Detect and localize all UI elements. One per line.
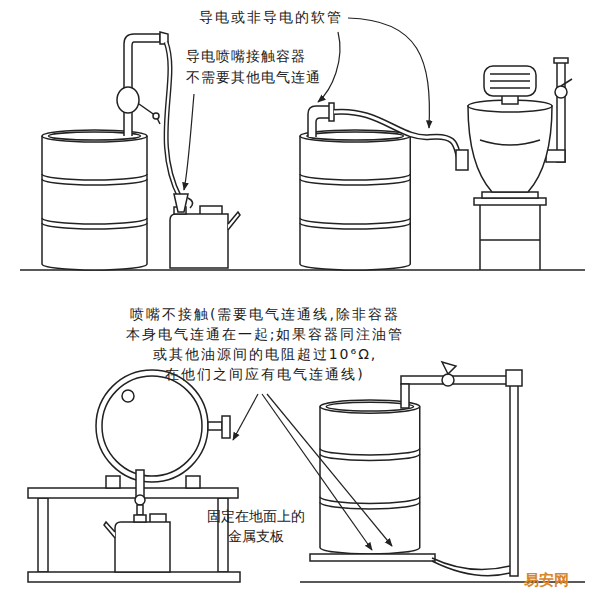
valve (442, 374, 454, 386)
nozzle-trigger (188, 198, 193, 208)
note-text: 导电喷嘴接触容器 不需要其他电气连通 (186, 46, 328, 88)
drum (300, 130, 410, 270)
pump-crank (139, 104, 160, 124)
floor-plank (28, 572, 240, 582)
watermark: 易安网 (524, 570, 586, 590)
hose (334, 112, 460, 160)
saddle (186, 476, 200, 488)
rack-plank (28, 488, 238, 498)
valve-handle (561, 79, 572, 86)
valve (555, 86, 567, 98)
can-spout (228, 212, 240, 230)
can-neck (134, 515, 146, 522)
pipe-tee (506, 370, 522, 386)
can (170, 214, 228, 268)
flange (329, 103, 334, 121)
note-text: 喷嘴不接触(需要电气连通线,除非容器 本身电气连通在一起;如果容器同注油管 或其… (112, 304, 418, 384)
faucet-valve (222, 416, 230, 438)
drum-with-hand-pump (42, 32, 240, 270)
drum-with-fill-pipe (310, 362, 522, 576)
pump-crank (153, 113, 159, 119)
can-spout (104, 522, 115, 538)
drum-with-motor-pump (300, 58, 572, 270)
bonding-wire (432, 558, 510, 576)
can-handle (150, 514, 166, 522)
leader-line (318, 32, 340, 102)
pipe-cap (554, 58, 568, 63)
leader-line (262, 394, 372, 550)
hose (334, 112, 460, 160)
supply-pipe (546, 150, 565, 162)
stand-legs (480, 205, 540, 270)
motor-fins (490, 74, 530, 88)
faucet-spout (137, 505, 143, 515)
motor (484, 66, 536, 96)
faucet (208, 422, 222, 430)
leader-line (233, 394, 258, 440)
drum-on-rack (28, 370, 240, 582)
fill-pipe (510, 384, 518, 576)
part-label: 固定在地面上的 金属支板 (200, 506, 312, 546)
rack-leg (38, 498, 48, 572)
leader-lines (184, 18, 429, 550)
pump-seam (480, 140, 540, 145)
drum (42, 130, 147, 270)
stand-top (474, 198, 546, 205)
pump-body (117, 87, 139, 113)
leader-line (184, 94, 194, 190)
pump-base (482, 192, 538, 198)
supply-pipe (557, 62, 565, 162)
fill-pipe (401, 384, 409, 408)
valve-handle (442, 362, 456, 374)
metal-plate (310, 554, 435, 561)
nozzle (174, 194, 188, 212)
pump-inlet (456, 150, 468, 170)
pump-bowl (468, 106, 552, 192)
drum-end (96, 370, 208, 482)
hose (166, 42, 180, 198)
hose (166, 42, 180, 198)
fill-pipe (401, 376, 515, 384)
bung (122, 390, 134, 402)
hose-label: 导电或非导电的软管 (196, 8, 346, 26)
can-handle (200, 206, 222, 214)
drum-rim (102, 376, 202, 476)
ground-line (20, 270, 585, 582)
can (115, 522, 170, 572)
faucet-valve (135, 495, 145, 505)
saddle (106, 476, 120, 488)
drum-elbow (308, 106, 330, 137)
leader-line (348, 18, 429, 128)
pump-pipe (124, 34, 160, 136)
